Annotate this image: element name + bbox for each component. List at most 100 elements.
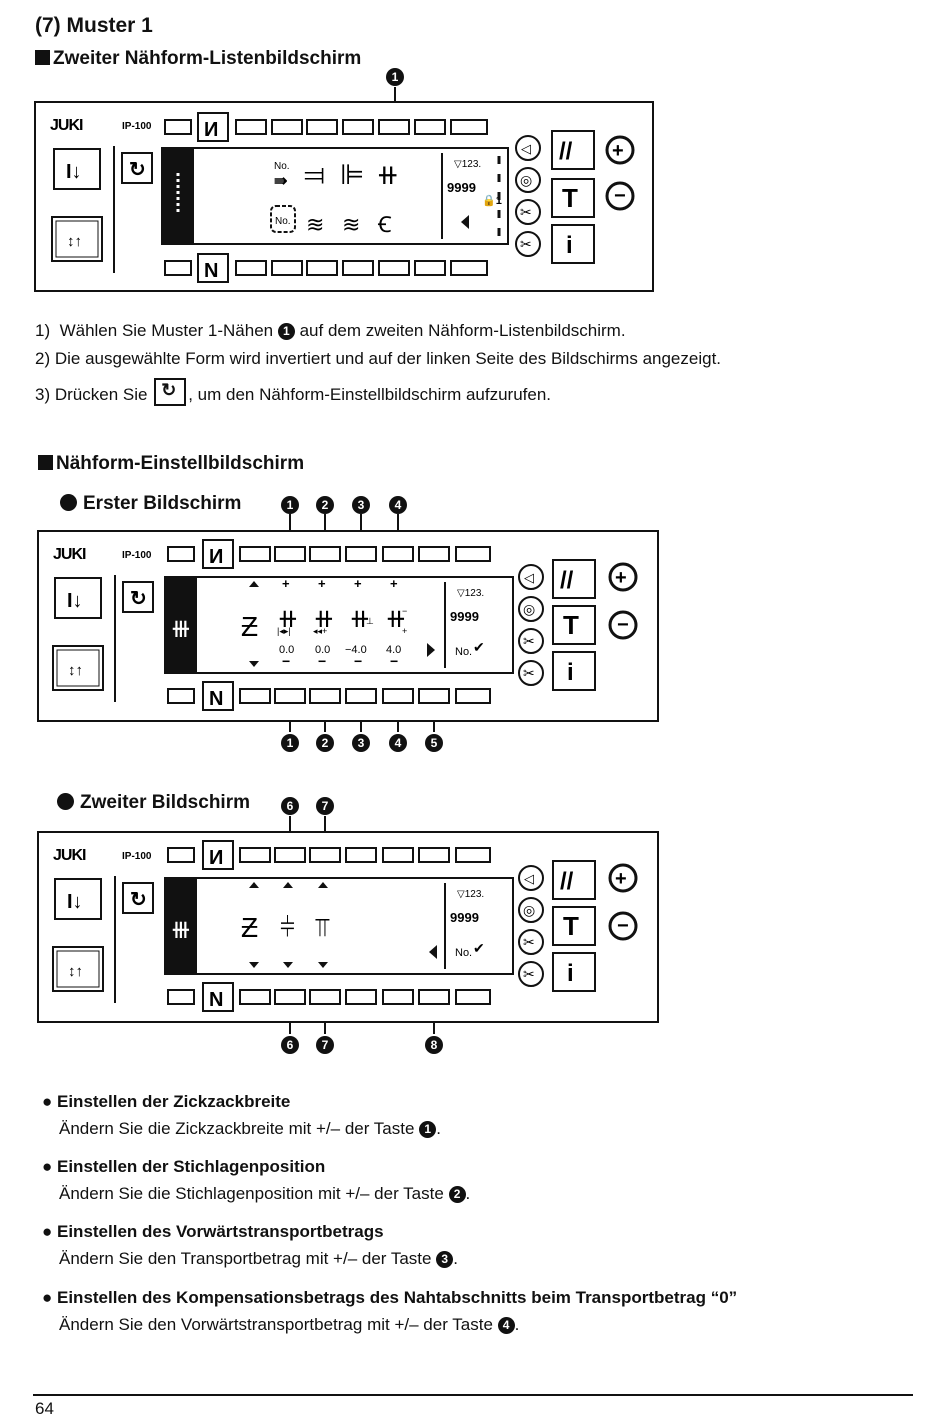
svg-text:✔: ✔	[473, 940, 485, 956]
svg-text:JUKI: JUKI	[53, 847, 86, 864]
svg-text:No.: No.	[275, 216, 291, 227]
svg-text:IP-100: IP-100	[122, 121, 152, 132]
value-4: 4.0	[386, 644, 401, 656]
screen2-callout-bottom-4: 4	[389, 734, 407, 752]
svg-text:T: T	[563, 610, 579, 640]
svg-text:▽123.: ▽123.	[457, 588, 484, 599]
footer-rule	[33, 1394, 913, 1396]
svg-text:И: И	[209, 546, 223, 568]
svg-text:↻: ↻	[129, 159, 146, 181]
svg-text:N: N	[209, 688, 223, 710]
screen2-callout-bottom-1: 1	[281, 734, 299, 752]
operation-panel-2: JUKI IP-100 I↓ ↕↑ И N ↻ ⧻ Ƶ	[37, 530, 659, 722]
svg-text:✂: ✂	[523, 665, 535, 681]
screen2-callout-bottom-5: 5	[425, 734, 443, 752]
svg-text://: //	[560, 868, 574, 895]
svg-text:↕↑: ↕↑	[67, 233, 82, 250]
svg-text:Ƶ: Ƶ	[241, 912, 258, 943]
svg-text:I↓: I↓	[66, 161, 82, 183]
svg-text:◁: ◁	[524, 871, 534, 886]
svg-text:IP-100: IP-100	[122, 550, 152, 561]
svg-text:⧻: ⧻	[170, 613, 192, 643]
svg-text:+: +	[612, 140, 624, 162]
svg-text:i: i	[567, 659, 574, 686]
svg-text:◁: ◁	[524, 570, 534, 585]
operation-panel-1: JUKI IP-100 I↓ ↕↑ И N ↻	[34, 101, 654, 292]
svg-text:|◂▸|: |◂▸|	[277, 626, 291, 636]
svg-text:JUKI: JUKI	[53, 546, 86, 563]
screen3-callout-top-6: 6	[281, 797, 299, 815]
svg-text:−: −	[354, 653, 362, 669]
svg-text:⧺: ⧺	[277, 603, 299, 633]
svg-text:◎: ◎	[520, 172, 532, 188]
svg-text:+: +	[318, 576, 326, 591]
value-1: 0.0	[279, 644, 294, 656]
svg-text:N: N	[209, 989, 223, 1011]
svg-text:−: −	[402, 606, 407, 616]
svg-text:И: И	[209, 847, 223, 869]
section-title: (7) Muster 1	[35, 14, 153, 37]
svg-text:No.: No.	[274, 161, 290, 172]
svg-text:−: −	[614, 185, 626, 207]
svg-text:i: i	[567, 960, 574, 987]
screen3-callout-top-7: 7	[316, 797, 334, 815]
svg-text:IP-100: IP-100	[122, 851, 152, 862]
svg-text:✂: ✂	[520, 204, 532, 220]
screen2-callout-top-2: 2	[316, 496, 334, 514]
setting-heading: Nähform-Einstellbildschirm	[38, 453, 304, 475]
value-2: 0.0	[315, 644, 330, 656]
reset-key-icon: ↻	[154, 378, 187, 406]
svg-text:✂: ✂	[523, 934, 535, 950]
screen3-heading: Zweiter Bildschirm	[57, 792, 250, 814]
screen2-callout-bottom-3: 3	[352, 734, 370, 752]
svg-text:−: −	[282, 653, 290, 669]
screen2-heading: Erster Bildschirm	[60, 493, 241, 515]
instruction-1: 1) Wählen Sie Muster 1-Nähen 1 auf dem z…	[35, 321, 626, 340]
svg-text:+: +	[402, 626, 407, 636]
screen3-callout-bottom-7: 7	[316, 1036, 334, 1054]
svg-text:−: −	[390, 653, 398, 669]
screen3-callout-bottom-6: 6	[281, 1036, 299, 1054]
svg-text:⧺: ⧺	[349, 603, 371, 633]
page-number: 64	[35, 1399, 54, 1418]
svg-text:▽123.: ▽123.	[457, 889, 484, 900]
svg-text:+: +	[615, 567, 627, 589]
svg-text:T: T	[562, 183, 578, 213]
screen3-callout-bottom-8: 8	[425, 1036, 443, 1054]
svg-text:↻: ↻	[130, 588, 147, 610]
svg-text:⫤: ⫤	[304, 159, 325, 190]
svg-text:+: +	[282, 576, 290, 591]
svg-text:I↓: I↓	[67, 590, 83, 612]
svg-text:↕↑: ↕↑	[68, 963, 83, 980]
svg-text:⧺: ⧺	[376, 159, 399, 190]
svg-text:−: −	[617, 614, 629, 636]
operation-panel-3: JUKI IP-100 I↓ ↕↑ И N ↻ ⧻	[37, 831, 659, 1023]
instruction-2: 2) Die ausgewählte Form wird invertiert …	[35, 349, 722, 368]
instruction-3: 3) Drücken Sie ↻, um den Nähform-Einstel…	[35, 378, 552, 406]
svg-text:9999: 9999	[447, 180, 476, 195]
svg-text:No.: No.	[455, 646, 472, 658]
svg-text:⇛: ⇛	[274, 173, 287, 190]
svg-text:✂: ✂	[523, 966, 535, 982]
svg-text:−: −	[318, 653, 326, 669]
svg-text:✂: ✂	[523, 633, 535, 649]
svg-text:i: i	[566, 232, 573, 259]
bullet-1: ● Einstellen der Zickzackbreite Ändern S…	[42, 1092, 441, 1138]
svg-text:⫩: ⫩	[280, 912, 295, 942]
svg-text:⫪: ⫪	[314, 912, 330, 942]
svg-text:⧺: ⧺	[313, 603, 335, 633]
svg-text:⊥: ⊥	[366, 616, 374, 626]
svg-text:9999: 9999	[450, 910, 479, 925]
svg-text:Ƶ: Ƶ	[241, 611, 258, 642]
screen2-callout-top-1: 1	[281, 496, 299, 514]
svg-text:И: И	[204, 119, 218, 141]
svg-text:◁: ◁	[521, 141, 531, 156]
svg-text:≋: ≋	[306, 212, 324, 237]
svg-text:▽123.: ▽123.	[454, 159, 481, 170]
svg-text:↕↑: ↕↑	[68, 662, 83, 679]
svg-text:+: +	[615, 868, 627, 890]
value-3: −4.0	[345, 644, 367, 656]
bullet-2: ● Einstellen der Stichlagenposition Ände…	[42, 1157, 471, 1203]
juki-logo: JUKI	[50, 117, 83, 134]
svg-text:N: N	[204, 260, 218, 282]
